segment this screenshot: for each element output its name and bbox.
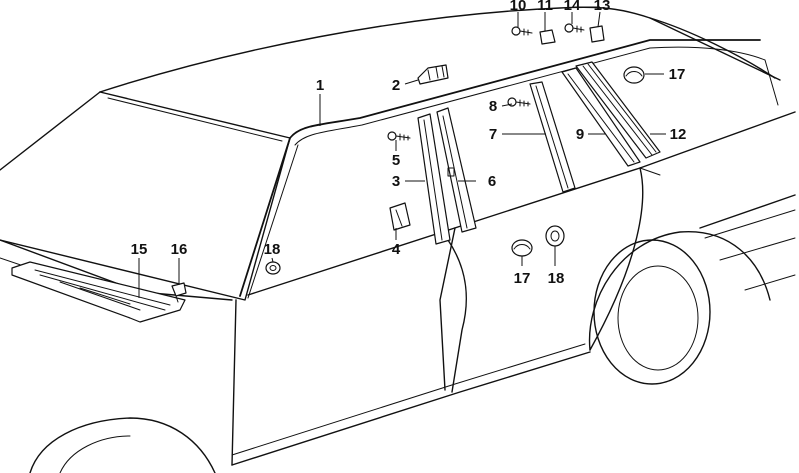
c-pillar-trim-part[interactable] [529,81,576,193]
callout-17-bottom: 17 [514,270,531,287]
callout-5: 5 [392,152,400,169]
screw-10-part[interactable] [511,26,533,36]
grommet-right-part[interactable] [545,225,565,247]
callout-10: 10 [510,0,527,14]
callout-3: 3 [392,173,400,190]
callout-15: 15 [131,241,148,258]
callout-11: 11 [537,0,553,14]
rear-pillar-trim-part[interactable] [436,107,477,233]
screw-8-part[interactable] [507,97,531,107]
leader-lines [138,6,666,298]
grommet-left-part[interactable] [265,261,281,275]
mounting-clip-part[interactable] [417,64,449,85]
callout-16: 16 [171,241,188,258]
retaining-clip-part[interactable] [389,202,411,231]
clip-13-part[interactable] [589,25,605,43]
callout-6: 6 [488,173,496,190]
plug-top-part[interactable] [623,66,645,84]
car-body-outline [0,6,796,473]
callout-9: 9 [576,126,584,143]
cowl-clip-part[interactable] [171,282,187,303]
callout-18-left: 18 [264,241,281,258]
nut-11-part[interactable] [539,29,556,45]
screw-14-part[interactable] [564,23,585,33]
callout-2: 2 [392,77,400,94]
plug-bottom-part[interactable] [511,239,533,257]
callout-8: 8 [489,98,497,115]
cowl-grille-part[interactable] [11,261,186,323]
rear-window-seal-part[interactable] [561,67,641,167]
rear-window-trim-part[interactable] [575,61,661,159]
callout-14: 14 [564,0,581,14]
callout-4: 4 [392,241,401,258]
front-pillar-trim-part[interactable] [417,113,451,245]
callout-7: 7 [489,126,497,143]
callout-labels: 1 2 3 4 5 6 7 8 9 10 11 12 13 14 15 16 1… [131,0,687,287]
callout-1: 1 [316,77,324,94]
callout-12: 12 [670,126,687,143]
callout-18-right: 18 [548,270,565,287]
screw-5-part[interactable] [387,131,411,141]
callout-13: 13 [594,0,611,14]
callout-17-top: 17 [669,66,686,83]
